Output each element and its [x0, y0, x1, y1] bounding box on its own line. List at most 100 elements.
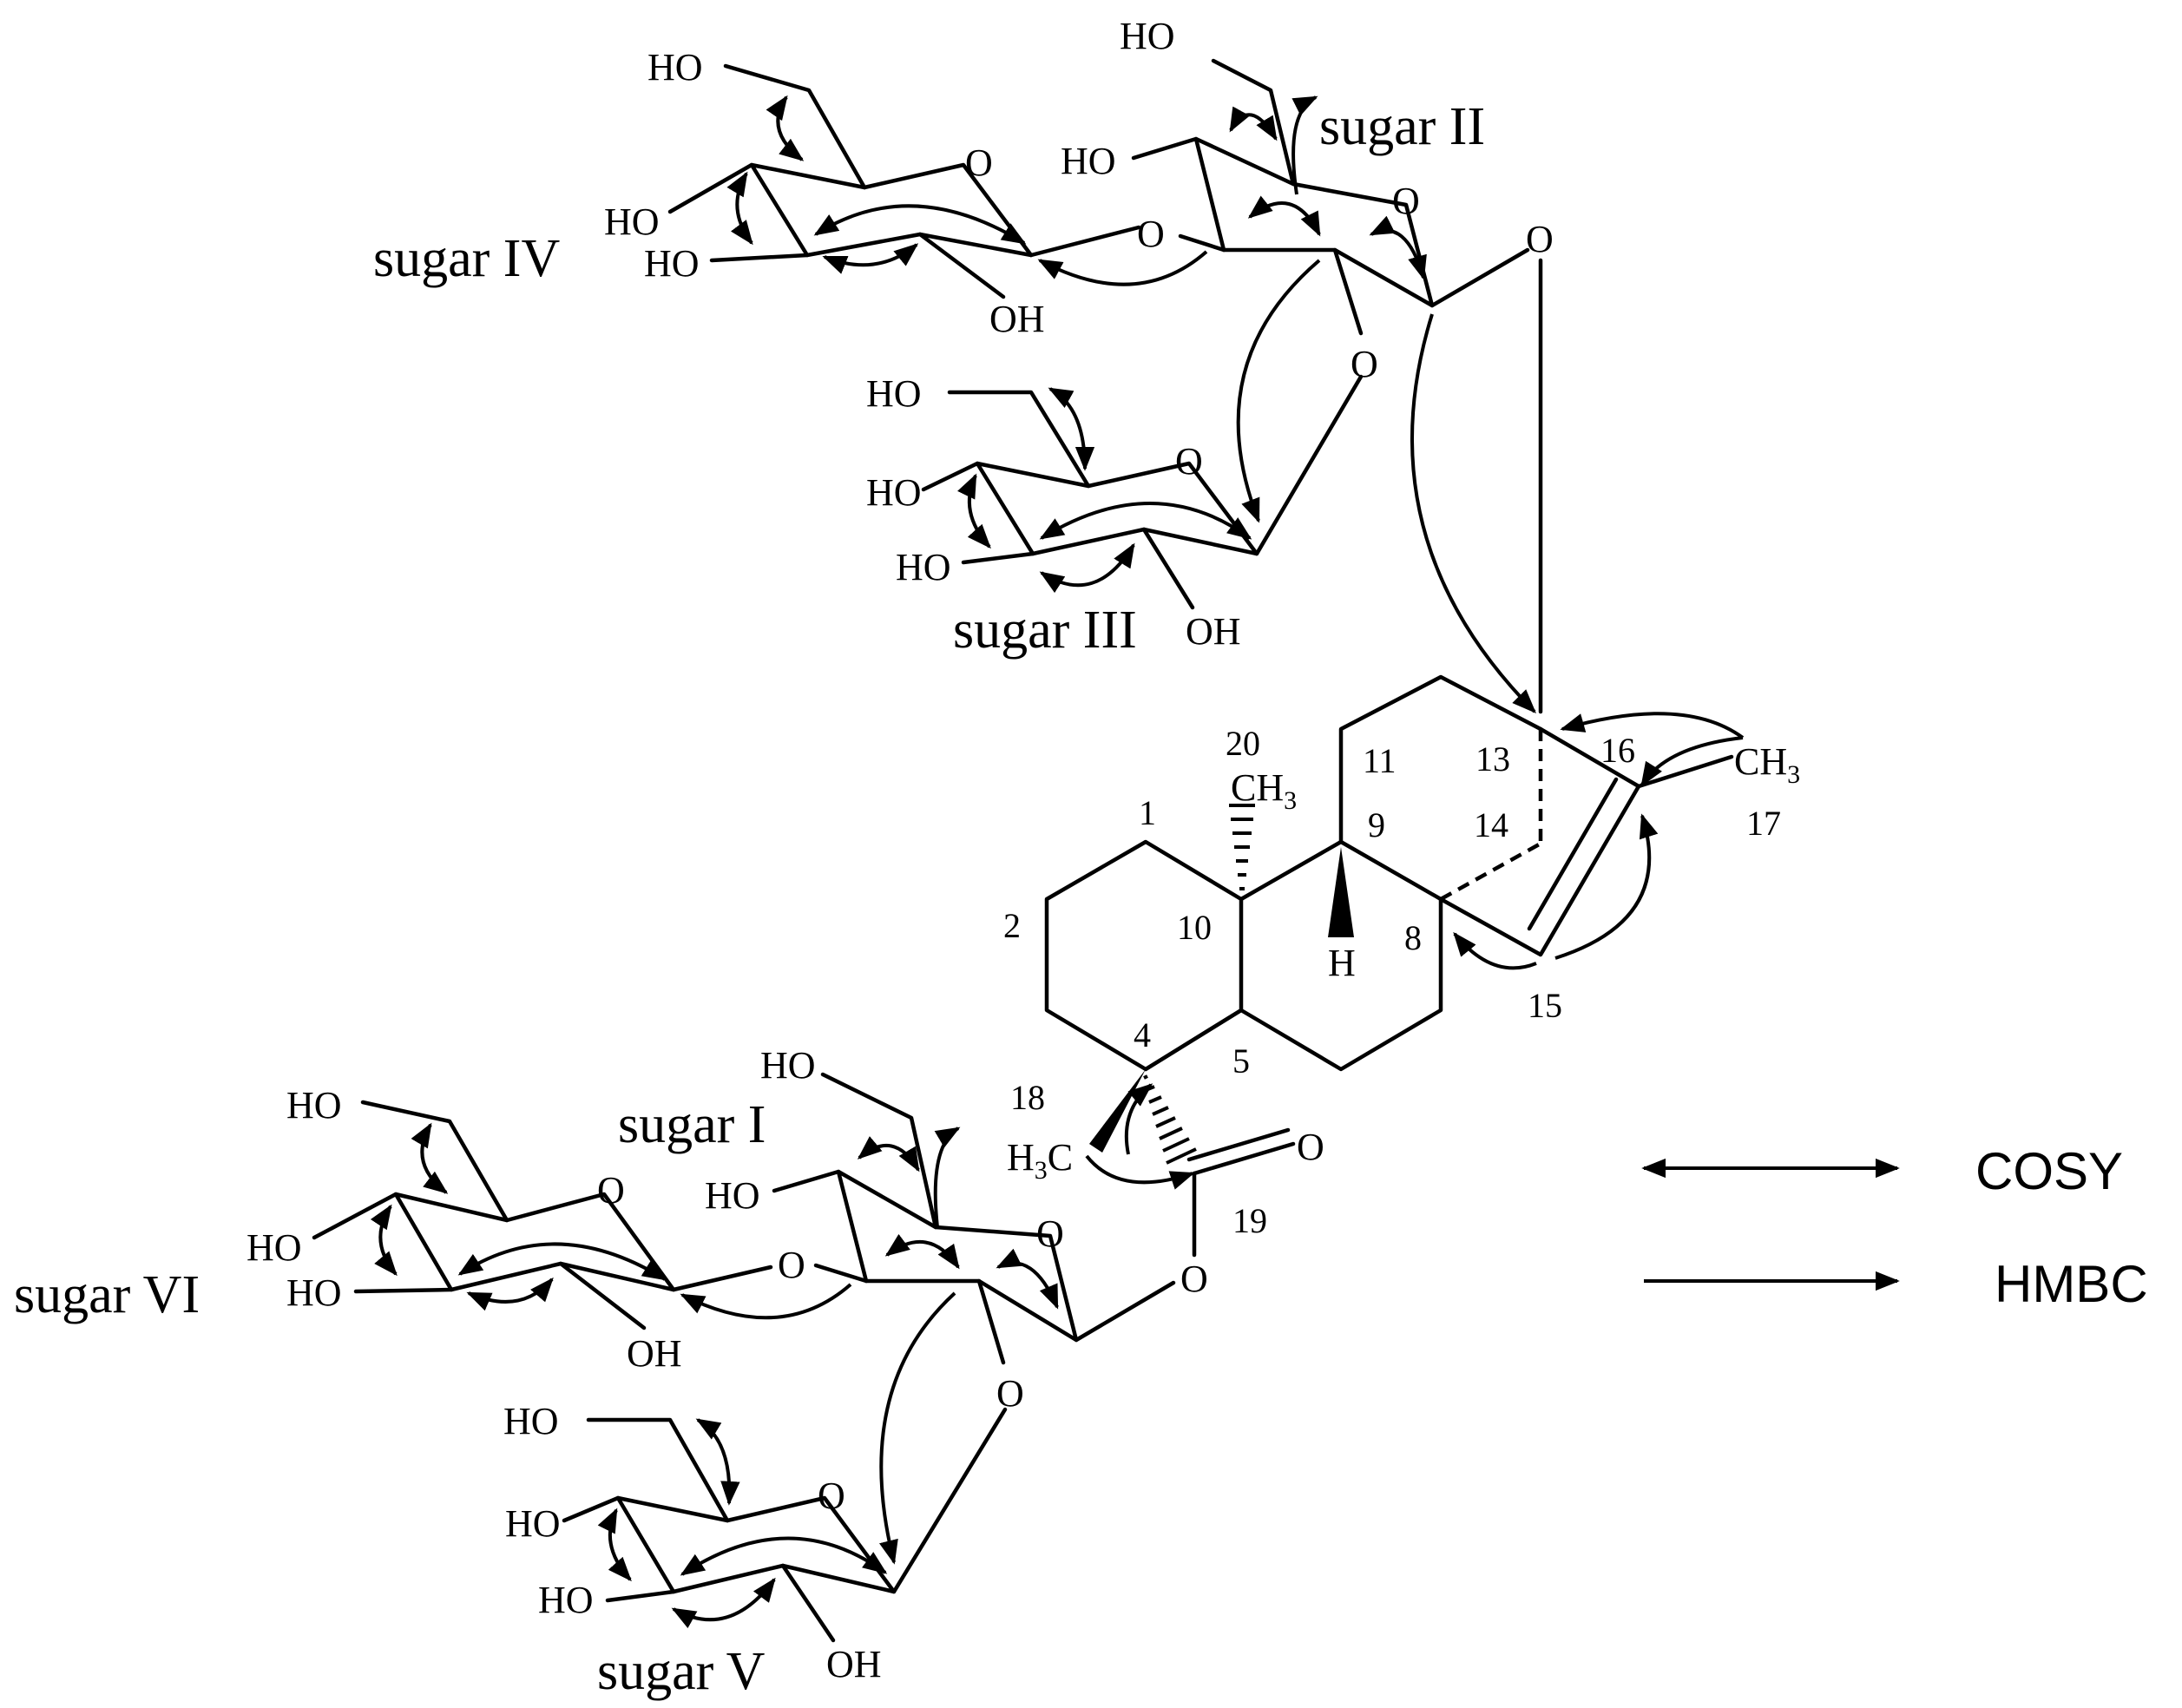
num-c9: 9	[1368, 805, 1385, 844]
label-sugar-v: sugar V	[597, 1642, 766, 1701]
hmbc-vi-to-i	[680, 1283, 852, 1320]
hmbc-iv-to-ii	[1037, 250, 1208, 286]
hmbc-ii-h6	[1291, 95, 1318, 195]
sugar-vi-ring-o: O	[597, 1169, 625, 1212]
sugar-iv-ho-1: HO	[604, 200, 660, 243]
cosy-ii-1	[1229, 106, 1278, 141]
sugar-ii-ho	[1131, 136, 1199, 161]
sugar-i-ho	[772, 1169, 841, 1193]
sugar-ii-ch2oh	[1211, 58, 1296, 187]
legend-cosy-label: COSY	[1975, 1142, 2123, 1200]
atom-o-ester: O	[1180, 1258, 1208, 1300]
cosy-ii-2	[1247, 195, 1321, 237]
ring-b-bonds	[1239, 839, 1443, 1072]
legend: COSY HMBC	[1641, 1142, 2148, 1313]
hmbc-h15-c16	[1554, 813, 1659, 960]
hmbc-h17-c16	[1640, 736, 1744, 787]
cosy-iv-4	[813, 204, 1027, 245]
hmbc-v-to-i	[879, 1291, 956, 1565]
sugar-v-ho1	[562, 1495, 621, 1523]
cosy-vi-4	[457, 1242, 667, 1281]
hash-c4-c19	[1143, 1074, 1197, 1165]
hmbc-i-h6	[933, 1127, 961, 1228]
sugar-iv-ho-top: HO	[647, 46, 703, 89]
label-sugar-vi: sugar VI	[14, 1265, 200, 1324]
ring-c-bonds	[1338, 674, 1543, 844]
wedge-h9	[1328, 847, 1354, 937]
sugar-vi-ho1	[312, 1192, 398, 1240]
cosy-ii-3	[1369, 215, 1427, 280]
num-c11: 11	[1363, 741, 1397, 780]
sugar-vi-link	[671, 1265, 773, 1292]
aglycone-atoms: CH3 H CH3 H3C O O	[1007, 740, 1800, 1300]
sugar-iii-link	[1254, 374, 1364, 556]
sugar-iv-ch2oh	[723, 63, 867, 190]
sugar-iii-oh: OH	[1186, 610, 1241, 653]
cosy-iv-2	[726, 171, 753, 246]
cosy-vi-3	[466, 1277, 554, 1311]
cosy-vi-1	[411, 1122, 449, 1194]
cosy-iii-2	[957, 473, 991, 549]
num-c18: 18	[1010, 1078, 1045, 1117]
sugar-vi-ring	[393, 1192, 676, 1292]
hmbc-h17-c13	[1560, 712, 1745, 739]
sugar-ii-ho-top: HO	[1120, 15, 1175, 57]
atom-c20-methyl: CH3	[1231, 766, 1297, 815]
sugar-iii-ring	[975, 461, 1259, 556]
sugar-iii-ho-top: HO	[866, 372, 922, 415]
sugar-iii: HO HO HO OH O	[866, 259, 1364, 653]
wedge-c18	[1089, 1069, 1146, 1153]
label-sugar-iv: sugar IV	[373, 229, 560, 288]
cosy-i-3	[996, 1248, 1059, 1310]
num-c2: 2	[1003, 906, 1021, 945]
sugar-ii-glyc-o: O	[1526, 218, 1554, 260]
sugar-i: HO HO O O O	[705, 1044, 1176, 1415]
aglycone-hmbc-arrows	[1085, 712, 1745, 1190]
cosy-v-3	[671, 1577, 776, 1629]
sugar-i-o-sugar5	[976, 1278, 1006, 1365]
sugar-iii-ho1	[921, 461, 980, 492]
sugar-vi-oh: OH	[627, 1332, 682, 1375]
sugar-iii-ho-2: HO	[896, 546, 951, 588]
sugar-v-ring-o: O	[818, 1475, 845, 1517]
sugar-i-o-sugar6	[813, 1263, 869, 1284]
num-c10: 10	[1177, 908, 1212, 947]
hash-c10-c20	[1229, 804, 1255, 890]
sugar-iv: HO HO HO OH O	[604, 46, 1208, 340]
carbon-numbers: 1 2 4 5 8 9 10 11 13 14 15 16 17 18 19 2…	[1003, 724, 1781, 1240]
cosy-i-1	[857, 1136, 920, 1173]
sugar-iii-ho-1: HO	[866, 471, 922, 514]
cosy-v-1	[695, 1418, 740, 1506]
sugar-v-link	[891, 1407, 1008, 1594]
sugar-ii-o13	[1429, 247, 1530, 308]
sugar-iii-ring-o: O	[1175, 440, 1203, 483]
sugar-iv-ho2	[709, 253, 810, 263]
sugar-vi-ho2	[353, 1287, 454, 1294]
cosy-i-2	[884, 1233, 960, 1270]
num-c13: 13	[1475, 739, 1510, 778]
sugar-i-o-link6: O	[778, 1244, 805, 1286]
label-sugar-i: sugar I	[618, 1095, 766, 1154]
sugar-v-ho2	[605, 1589, 676, 1603]
sugar-ii-o-link3: O	[1351, 343, 1378, 385]
hmbc-h15-c8	[1453, 931, 1537, 970]
cosy-iv-3	[822, 243, 919, 274]
sugar-iii-ho2	[961, 551, 1035, 565]
sugar-vi-ho-1: HO	[246, 1226, 302, 1269]
sugar-ii-ho-left: HO	[1061, 140, 1116, 182]
sugar-i-ester-o	[1074, 1280, 1176, 1343]
sugar-vi-ho-2: HO	[286, 1271, 342, 1314]
sugar-iv-oh	[917, 232, 1006, 299]
label-sugar-ii: sugar II	[1319, 97, 1485, 156]
sugar-v-oh: OH	[826, 1643, 882, 1685]
cosy-v-4	[680, 1536, 888, 1576]
hmbc-h18-c19	[1085, 1154, 1195, 1190]
hmbc-ii-to-c13	[1410, 313, 1536, 713]
sugar-ii: HO HO O O O O	[1061, 15, 1554, 714]
num-c4: 4	[1134, 1015, 1151, 1054]
atom-c17-methyl: CH3	[1734, 740, 1800, 789]
cosy-v-2	[597, 1508, 632, 1582]
sugar-v-ho-2: HO	[538, 1579, 594, 1621]
